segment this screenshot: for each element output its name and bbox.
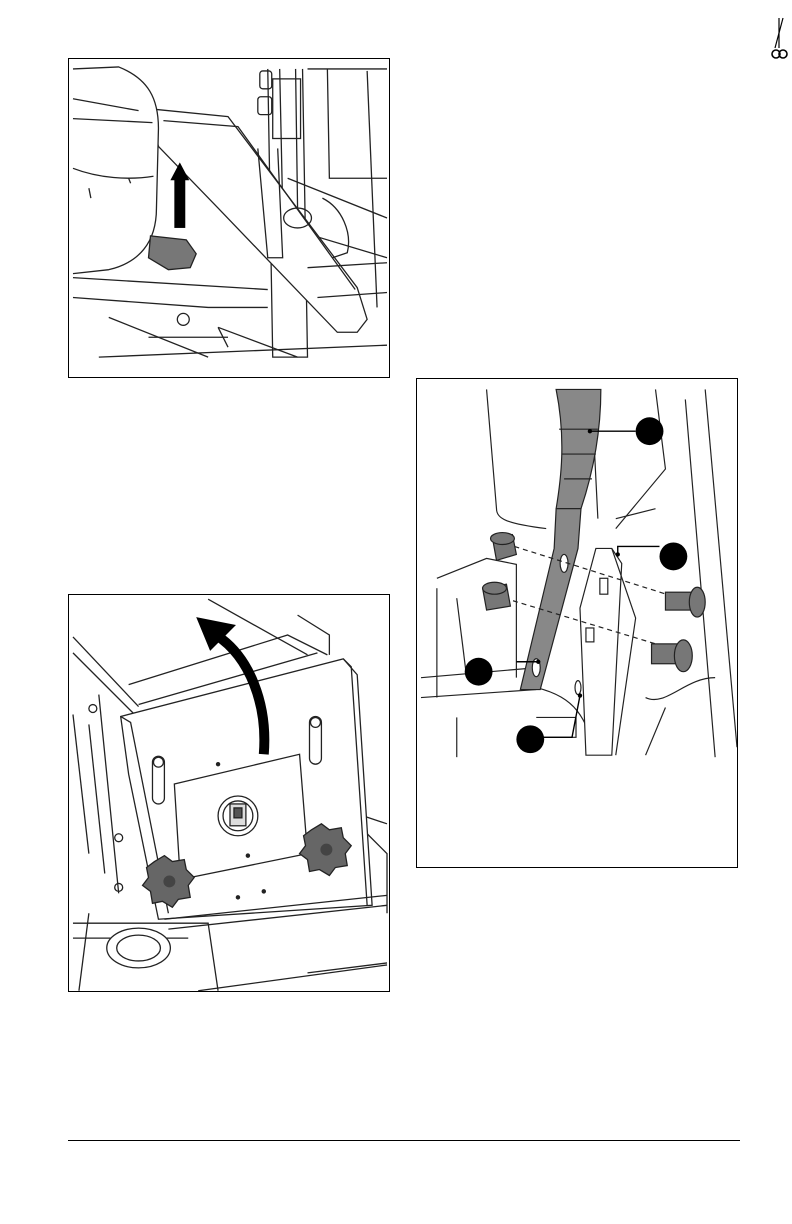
scissors-icon [770,14,788,62]
footer-divider [68,1140,740,1141]
figure-panel-tilt [68,594,390,992]
panel-illustration [69,595,389,991]
figure-seat-lift [68,58,390,378]
figure-handle-attach [416,378,738,868]
handle-illustration [417,379,737,867]
seat-illustration [69,59,389,377]
callout-4 [516,693,582,753]
